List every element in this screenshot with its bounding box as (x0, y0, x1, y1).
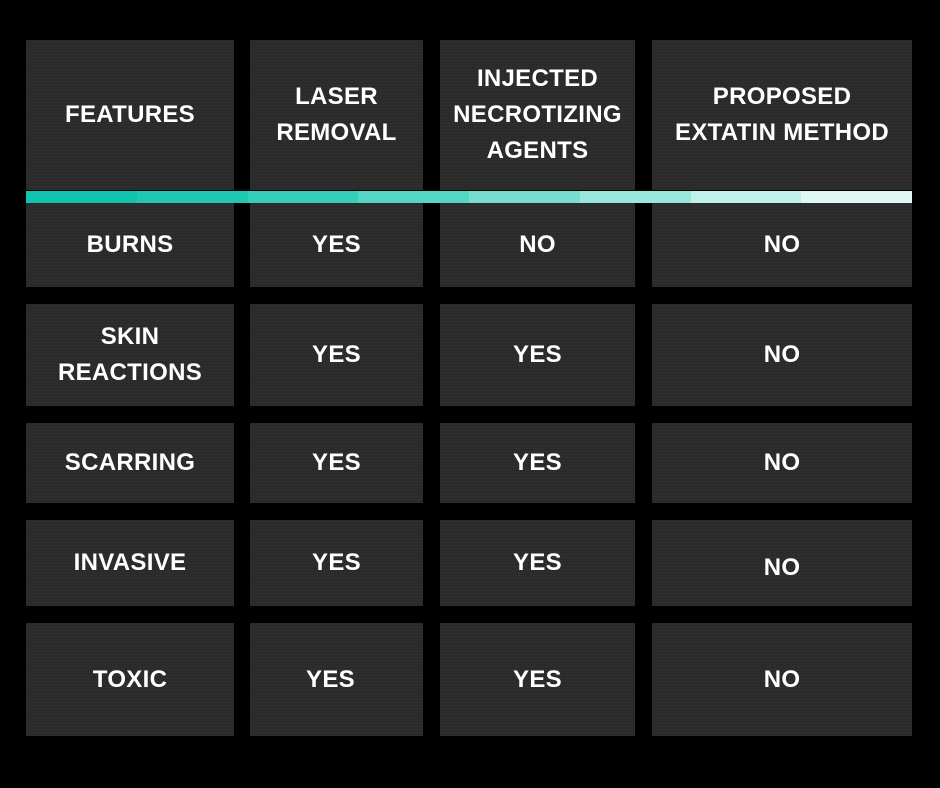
row-skin-reactions-feature: SKIN REACTIONS (26, 304, 234, 406)
row-burns-extatin: NO (652, 203, 912, 287)
feature-label: TOXIC (92, 665, 168, 693)
header-extatin-line-2: EXTATIN METHOD (675, 119, 889, 146)
divider-segment (358, 191, 469, 203)
divider-segment (801, 191, 912, 203)
value-laser: YES (312, 341, 361, 368)
row-scarring-injected: YES (440, 423, 635, 503)
row-burns-laser: YES (250, 203, 423, 287)
row-invasive-injected: YES (440, 520, 635, 606)
row-toxic-injected: YES (440, 623, 635, 736)
header-laser-line-1: LASER (295, 83, 378, 110)
row-skin-reactions-injected: YES (440, 304, 635, 406)
feature-label: INVASIVE (73, 549, 187, 576)
value-laser: YES (312, 549, 361, 576)
value-laser: YES (312, 231, 361, 258)
row-toxic-extatin: NO (652, 623, 912, 736)
row-invasive-laser: YES (250, 520, 423, 606)
row-scarring-laser: YES (250, 423, 423, 503)
row-skin-reactions-laser: YES (250, 304, 423, 406)
feature-label: BURNS (86, 231, 174, 258)
header-divider (26, 191, 912, 203)
row-invasive-feature: INVASIVE (26, 520, 234, 606)
value-laser: YES (312, 449, 361, 476)
feature-label-line-1: SKIN (100, 323, 160, 350)
header-injected-necrotizing-agents: INJECTED NECROTIZING AGENTS (440, 40, 635, 190)
header-injected-line-3: AGENTS (486, 137, 589, 164)
header-proposed-extatin-method: PROPOSED EXTATIN METHOD (652, 40, 912, 190)
value-extatin: NO (763, 554, 801, 581)
header-injected-line-2: NECROTIZING (453, 101, 622, 128)
row-toxic-feature: TOXIC (26, 623, 234, 736)
header-laser-removal: LASER REMOVAL (250, 40, 423, 190)
row-toxic-laser: YES (250, 623, 423, 736)
value-injected: YES (513, 449, 562, 476)
feature-label: SCARRING (64, 449, 196, 476)
divider-segment (579, 191, 691, 203)
header-laser-line-2: REMOVAL (276, 119, 397, 146)
divider-segment (136, 191, 248, 203)
row-scarring-extatin: NO (652, 423, 912, 503)
value-extatin: NO (763, 665, 801, 693)
header-features-line-1: FEATURES (65, 101, 195, 128)
value-injected: YES (513, 665, 562, 693)
header-extatin-line-1: PROPOSED (712, 83, 852, 110)
value-extatin: NO (763, 341, 801, 368)
row-burns-injected: NO (440, 203, 635, 287)
value-injected: YES (513, 549, 562, 576)
value-extatin: NO (763, 231, 801, 258)
header-features: FEATURES (26, 40, 234, 190)
row-burns-feature: BURNS (26, 203, 234, 287)
header-injected-line-1: INJECTED (476, 65, 599, 92)
row-scarring-feature: SCARRING (26, 423, 234, 503)
row-skin-reactions-extatin: NO (652, 304, 912, 406)
divider-segment (469, 191, 580, 203)
value-injected: YES (513, 341, 562, 368)
divider-segment (690, 191, 802, 203)
feature-label-line-2: REACTIONS (57, 359, 203, 386)
divider-segment (26, 191, 137, 203)
value-extatin: NO (763, 449, 801, 476)
divider-segment (247, 191, 359, 203)
value-injected: NO (519, 231, 556, 258)
row-invasive-extatin: NO (652, 520, 912, 606)
value-laser: YES (306, 665, 355, 693)
